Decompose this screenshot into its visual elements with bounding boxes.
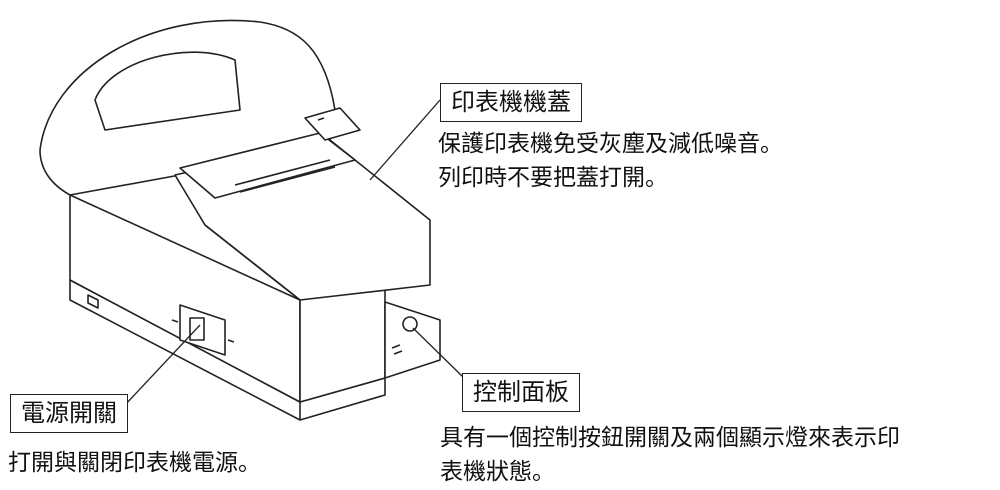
power-switch-label: 電源開關 [10, 394, 128, 433]
cover-leader [369, 99, 441, 181]
power-leader [124, 324, 201, 406]
panel-leader [412, 327, 464, 378]
cover-description: 保護印表機免受灰塵及減低噪音。 列印時不要把蓋打開。 [438, 127, 783, 195]
control-panel-description-line: 表機狀態。 [440, 459, 555, 485]
cover-description-line: 保護印表機免受灰塵及減低噪音。 [438, 131, 783, 157]
power-switch-description: 打開與關閉印表機電源。 [8, 446, 261, 480]
control-panel-description-line: 具有一個控制按鈕開關及兩個顯示燈來表示印 [440, 425, 900, 451]
control-panel-label: 控制面板 [462, 373, 580, 412]
cover-description-line: 列印時不要把蓋打開。 [438, 165, 668, 191]
power-switch-description-line: 打開與關閉印表機電源。 [8, 450, 261, 476]
cover-label: 印表機機蓋 [440, 83, 582, 122]
leader-lines [124, 99, 464, 406]
control-panel-description: 具有一個控制按鈕開關及兩個顯示燈來表示印 表機狀態。 [440, 421, 900, 489]
printer-illustration [39, 19, 441, 421]
